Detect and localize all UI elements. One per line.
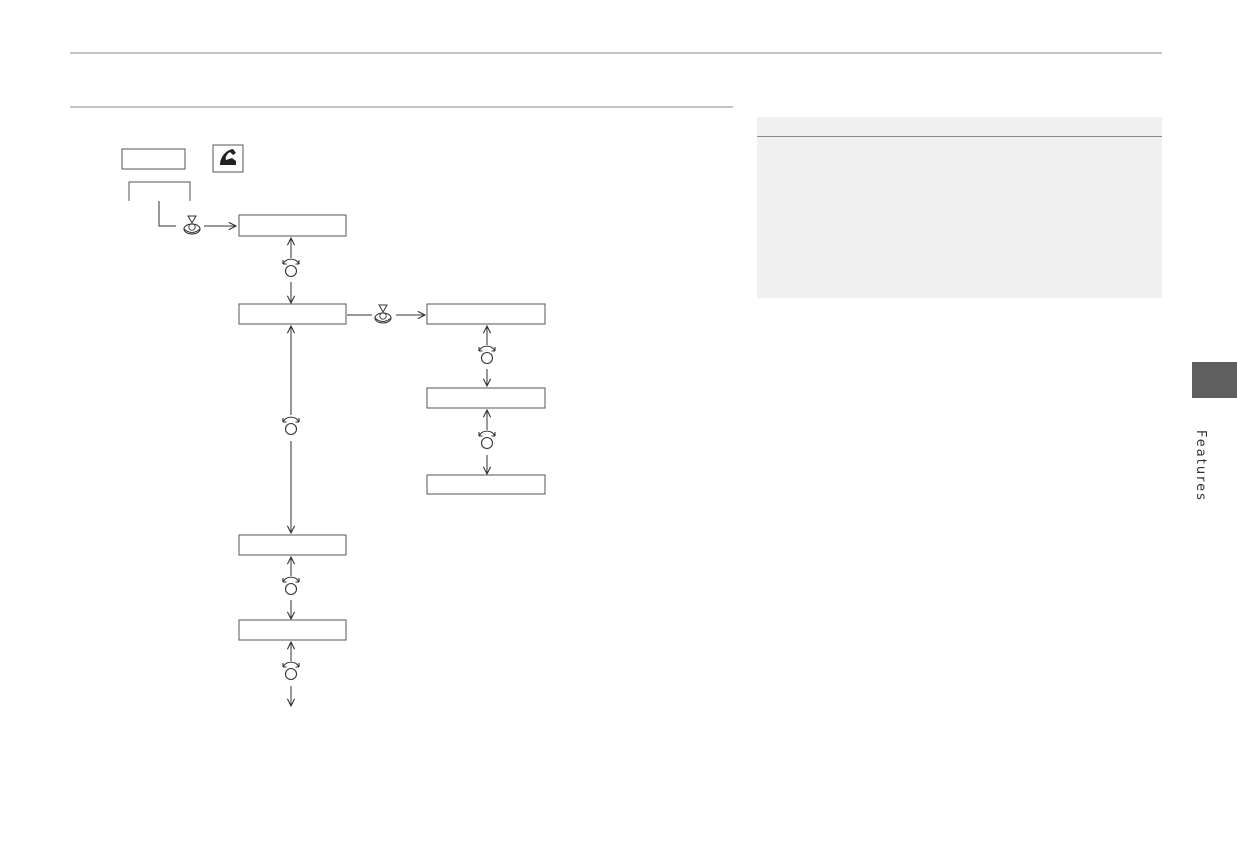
selector-press-icon [183, 215, 201, 235]
section-tab [1192, 362, 1237, 398]
submenu-box-1 [426, 303, 546, 325]
selector-rotate-icon [282, 416, 300, 436]
menu-box-4 [238, 619, 347, 641]
selector-rotate-icon [282, 661, 300, 681]
submenu-box-2 [426, 387, 546, 409]
menu-bracket [128, 181, 191, 201]
selector-rotate-icon [478, 430, 496, 450]
selector-rotate-icon [478, 345, 496, 365]
submenu-box-3 [426, 474, 546, 495]
menu-box-3 [238, 534, 347, 556]
section-tab-label-wrap: Features [1193, 430, 1215, 502]
menu-box-1 [238, 214, 347, 237]
menu-box-2 [238, 303, 347, 325]
phone-icon [220, 149, 236, 165]
info-panel-rule [757, 136, 1162, 137]
section-tab-label: Features [1193, 430, 1208, 502]
phone-button [212, 144, 244, 173]
selector-rotate-icon [282, 576, 300, 596]
selector-rotate-icon [282, 258, 300, 278]
menu-connector [158, 201, 176, 227]
selector-press-icon [374, 304, 392, 324]
menu-start-box [121, 148, 186, 170]
info-panel [757, 117, 1162, 298]
